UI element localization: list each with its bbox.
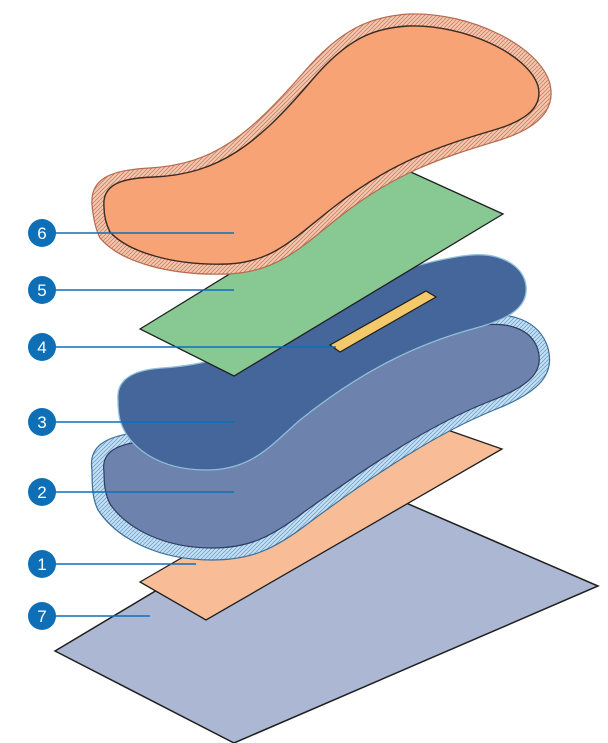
layer-4-strip xyxy=(328,290,438,353)
callout-6: 6 xyxy=(28,219,56,247)
callout-6-number: 6 xyxy=(37,224,46,243)
callout-1: 1 xyxy=(28,550,56,578)
layer-6-pad xyxy=(103,25,540,265)
callout-5-number: 5 xyxy=(37,281,46,300)
callout-lines xyxy=(48,232,336,617)
callout-4: 4 xyxy=(28,333,56,361)
callout-3-number: 3 xyxy=(37,413,46,432)
callout-5: 5 xyxy=(28,276,56,304)
callout-3: 3 xyxy=(28,408,56,436)
callout-2-number: 2 xyxy=(37,483,46,502)
callout-7-number: 7 xyxy=(37,607,46,626)
callout-1-number: 1 xyxy=(37,555,46,574)
callout-7: 7 xyxy=(28,602,56,630)
callout-4-number: 4 xyxy=(37,338,46,357)
callout-2: 2 xyxy=(28,478,56,506)
